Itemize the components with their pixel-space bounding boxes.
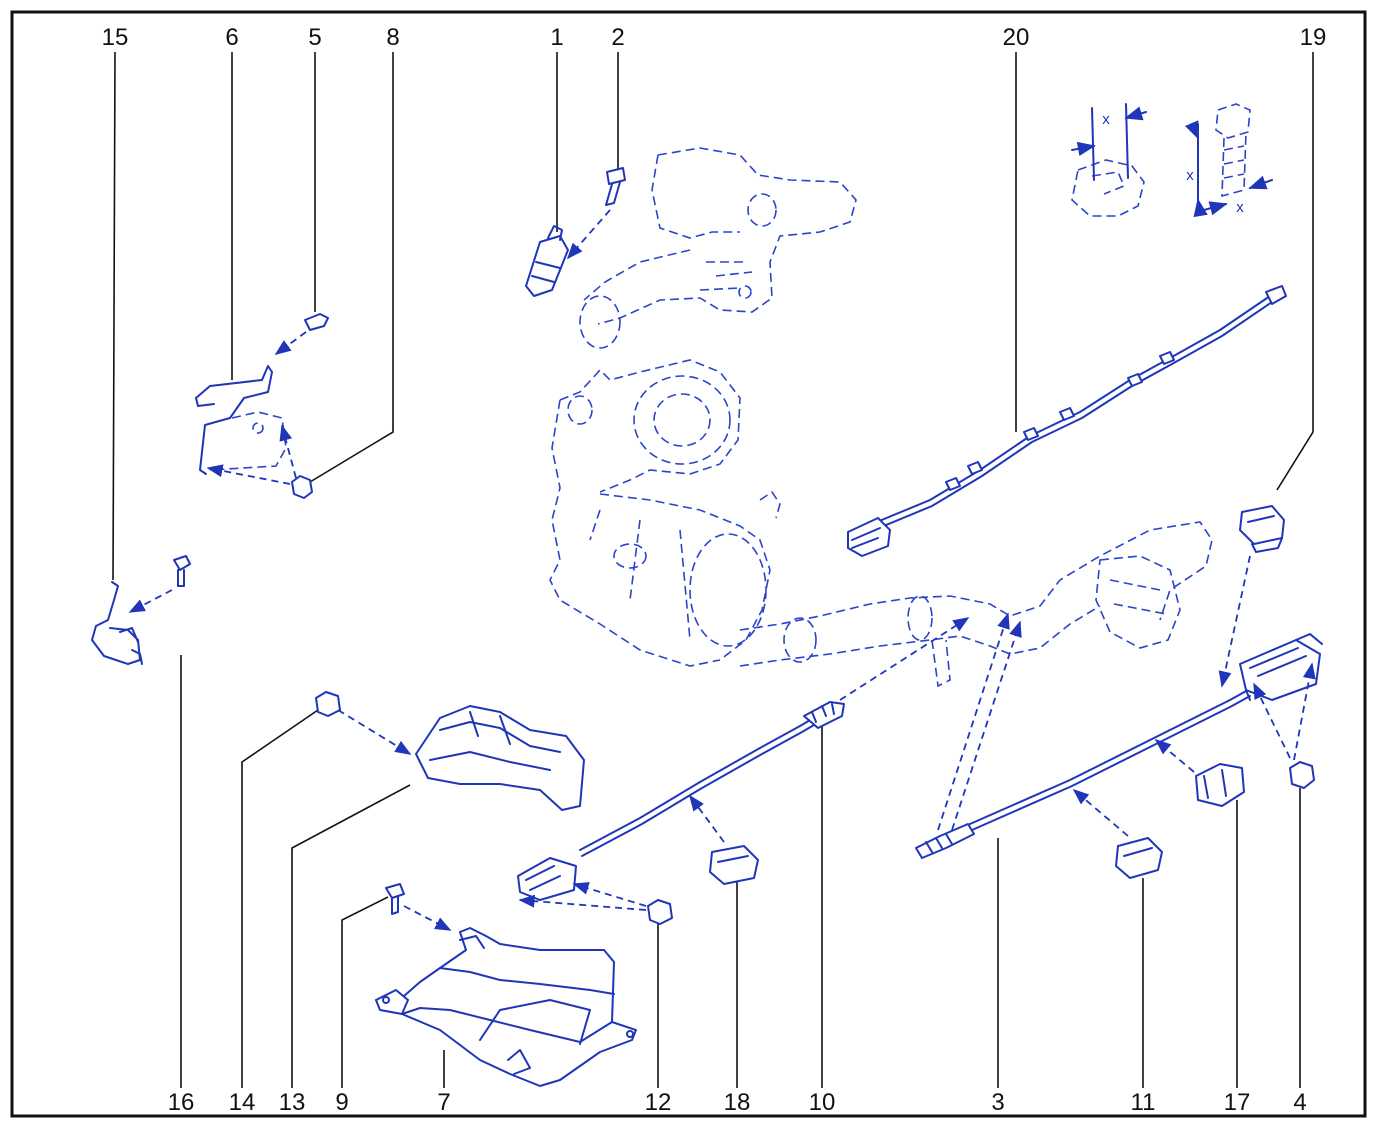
callout-16: 16 — [168, 1089, 195, 1116]
arrow-2-to-1 — [566, 209, 611, 260]
callout-10: 10 — [809, 1089, 836, 1116]
callout-5: 5 — [308, 24, 321, 51]
callout-19: 19 — [1300, 24, 1327, 51]
arrow-5-to-6 — [274, 331, 307, 355]
diagram-frame — [10, 10, 1367, 1118]
nut-dimension-icon: x — [1071, 103, 1147, 217]
arrow-12-to-sensor-a — [518, 894, 647, 911]
arrow-3-to-exhaust-b — [951, 620, 1022, 831]
part-18-clip — [709, 845, 759, 885]
part-16-bolt — [173, 555, 191, 587]
part-19-clip — [1239, 505, 1285, 553]
callout-20: 20 — [1003, 24, 1030, 51]
part-9-bolt — [385, 883, 405, 915]
dimension-x-label-3: x — [1236, 199, 1244, 216]
part-4-nut — [1289, 761, 1315, 789]
arrow-8-to-6b — [279, 424, 297, 479]
part-3-sensor — [915, 633, 1323, 859]
part-17-clip — [1195, 763, 1245, 807]
arrow-14-to-shield — [337, 709, 412, 755]
callout-11: 11 — [1131, 1089, 1156, 1116]
callout-7: 7 — [437, 1089, 450, 1116]
callout-2: 2 — [611, 24, 624, 51]
part-8-nut — [291, 475, 313, 499]
part-5-bolt — [304, 313, 329, 331]
ghost-pipe-assembly — [579, 147, 857, 349]
part-6-bracket — [195, 365, 287, 475]
arrow-9-to-shield — [403, 905, 452, 931]
arrow-4-to-unit-b — [1253, 682, 1291, 759]
arrow-16-to-15 — [128, 589, 173, 613]
callout-6: 6 — [225, 24, 238, 51]
callout-18: 18 — [724, 1089, 751, 1116]
part-10-sensor — [517, 701, 845, 901]
callout-4: 4 — [1293, 1089, 1306, 1116]
dimension-x-label-1: x — [1102, 111, 1110, 128]
arrow-4-to-unit-a — [1293, 662, 1316, 761]
arrow-19-to-sensor — [1218, 555, 1251, 688]
callout-12: 12 — [645, 1089, 672, 1116]
part-20-sensor-harness — [847, 285, 1287, 557]
callout-15: 15 — [102, 24, 129, 51]
part-7-underbody-shield — [375, 927, 637, 1087]
callout-3: 3 — [991, 1089, 1004, 1116]
part-11-clip — [1115, 837, 1163, 879]
part-14-nut — [315, 691, 341, 717]
callout-14: 14 — [229, 1089, 256, 1116]
callout-9: 9 — [335, 1089, 348, 1116]
arrow-11-to-sensor — [1072, 788, 1129, 837]
arrow-3-to-exhaust-a — [937, 612, 1010, 831]
part-13-heat-shield — [415, 705, 585, 811]
arrow-18-to-sensor — [689, 794, 725, 843]
callout-13: 13 — [279, 1089, 306, 1116]
part-1-sensor — [525, 225, 569, 297]
part-2-bolt — [605, 167, 626, 206]
arrow-10-to-exhaust — [839, 617, 970, 701]
part-15-bracket — [91, 581, 143, 665]
bolt-dimension-icon: x x — [1185, 103, 1273, 218]
dimension-x-label-2: x — [1186, 167, 1194, 184]
leader-lines — [112, 51, 1314, 1088]
part-12-nut — [647, 899, 673, 925]
callout-1: 1 — [550, 24, 563, 51]
arrow-17-to-sensor — [1154, 738, 1195, 773]
arrow-12-to-sensor-b — [572, 882, 647, 907]
arrow-8-to-6a — [206, 464, 291, 485]
ghost-exhaust-assembly — [549, 359, 1213, 688]
callout-8: 8 — [386, 24, 399, 51]
callout-17: 17 — [1224, 1089, 1251, 1116]
